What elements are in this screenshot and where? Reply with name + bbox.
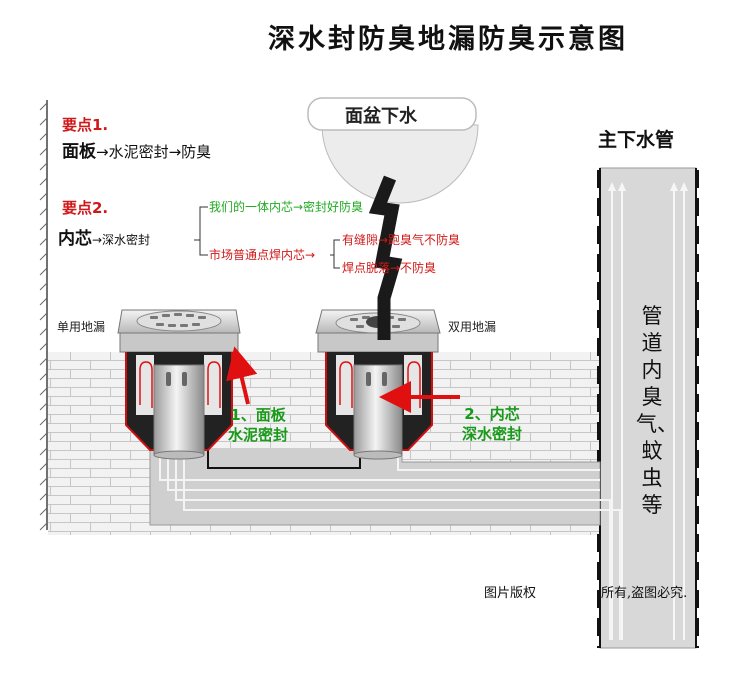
basin-label: 面盆下水 [345, 106, 417, 127]
basin-rim [307, 97, 477, 131]
pipe-flow-arrows [608, 182, 688, 191]
point2-line: 内芯→深水密封 [58, 231, 150, 248]
basin-hose [368, 175, 403, 340]
callout1-arrow [226, 346, 258, 405]
branch-sub1: 有缝隙→跑臭气不防臭 [342, 233, 461, 247]
left-wall-hatch [39, 102, 48, 531]
point1-flow: →水泥密封→防臭 [96, 143, 212, 161]
point2-heading: 要点2. [62, 199, 109, 217]
callout1-line1: 1、面板 [230, 406, 286, 424]
pipe-flow-lines [611, 190, 685, 640]
branch-sub2: 焊点脱落→不防臭 [342, 261, 437, 275]
main-pipe-title: 主下水管 [598, 129, 675, 151]
callout1-line2: 水泥密封 [228, 425, 289, 444]
copyright-right: 所有,盗图必究. [601, 586, 688, 601]
copyright-left: 图片版权 [484, 586, 537, 601]
branch-bad: 市场普通点焊内芯→ [209, 248, 316, 262]
pipe-dash [597, 170, 699, 648]
basin-bowl [321, 124, 479, 204]
point1-heading: 要点1. [62, 116, 109, 134]
single-drain-core [153, 364, 205, 456]
flow-connectors [194, 206, 340, 269]
diagram-title: 深水封防臭地漏防臭示意图 [268, 24, 628, 55]
callout2-line2: 深水密封 [462, 424, 523, 443]
double-drain-label: 双用地漏 [448, 320, 497, 334]
double-drain-core [353, 364, 403, 456]
callout2: 2、内芯 深水密封 [462, 405, 522, 444]
single-drain [117, 309, 241, 460]
point1-line: 面板→水泥密封→防臭 [62, 144, 211, 161]
branch-good: 我们的一体内芯→密封好防臭 [209, 200, 364, 214]
callout1: 1、面板 水泥密封 [228, 406, 288, 445]
point1-main: 面板 [62, 142, 96, 162]
single-drain-label: 单用地漏 [57, 320, 106, 334]
point2-main: 内芯 [58, 229, 92, 249]
point2-flow: →深水密封 [92, 233, 151, 247]
pipe-vertical-text: 管道内臭气、蚊虫等 [636, 303, 678, 519]
callout2-line1: 2、内芯 [464, 405, 520, 423]
floor-pipe-black-edge [207, 450, 361, 469]
